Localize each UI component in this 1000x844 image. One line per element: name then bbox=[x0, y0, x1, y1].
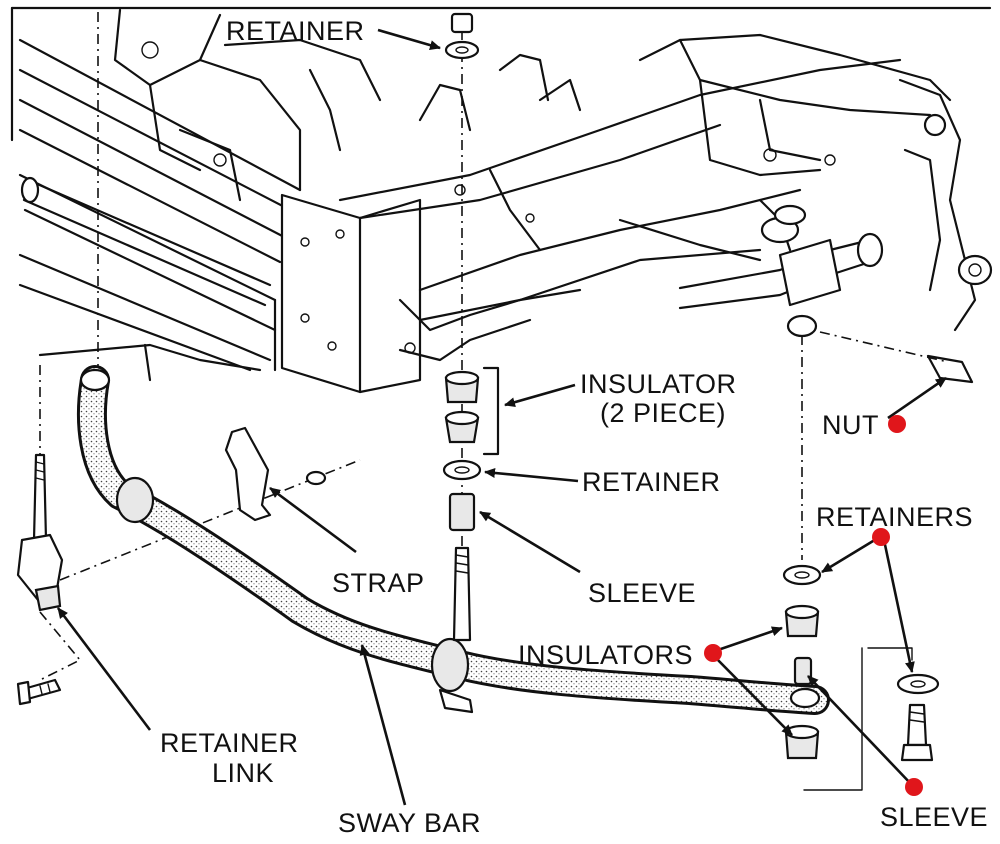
callout-labels: RETAINER INSULATOR (2 PIECE) NUT RETAINE… bbox=[160, 16, 988, 838]
label-nut: NUT bbox=[822, 410, 879, 440]
red-markers bbox=[704, 415, 923, 796]
label-strap: STRAP bbox=[332, 568, 425, 598]
label-retainer-link-line2: LINK bbox=[212, 758, 274, 788]
leader-arrows bbox=[56, 28, 947, 806]
marker-nut bbox=[888, 415, 906, 433]
strap-part bbox=[224, 426, 327, 522]
label-sleeve-mid: SLEEVE bbox=[588, 578, 696, 608]
marker-sleeve bbox=[905, 778, 923, 796]
label-retainer-link-line1: RETAINER bbox=[160, 728, 299, 758]
center-mount-stack bbox=[442, 12, 500, 642]
vehicle-frame-drawing bbox=[10, 6, 993, 394]
label-insulators: INSULATORS bbox=[518, 640, 693, 670]
label-insulator-line2: (2 PIECE) bbox=[600, 398, 726, 428]
label-retainer-mid: RETAINER bbox=[582, 467, 721, 497]
label-retainers: RETAINERS bbox=[816, 502, 973, 532]
sway-bar bbox=[77, 365, 830, 715]
label-sway-bar: SWAY BAR bbox=[338, 808, 481, 838]
right-link-stack bbox=[782, 564, 940, 791]
label-retainer-top: RETAINER bbox=[226, 16, 365, 46]
label-sleeve-bottom: SLEEVE bbox=[880, 802, 988, 832]
label-insulator-line1: INSULATOR bbox=[580, 369, 737, 399]
left-end-hardware bbox=[16, 453, 82, 706]
marker-retainers bbox=[872, 528, 890, 546]
marker-insulators bbox=[704, 644, 722, 662]
